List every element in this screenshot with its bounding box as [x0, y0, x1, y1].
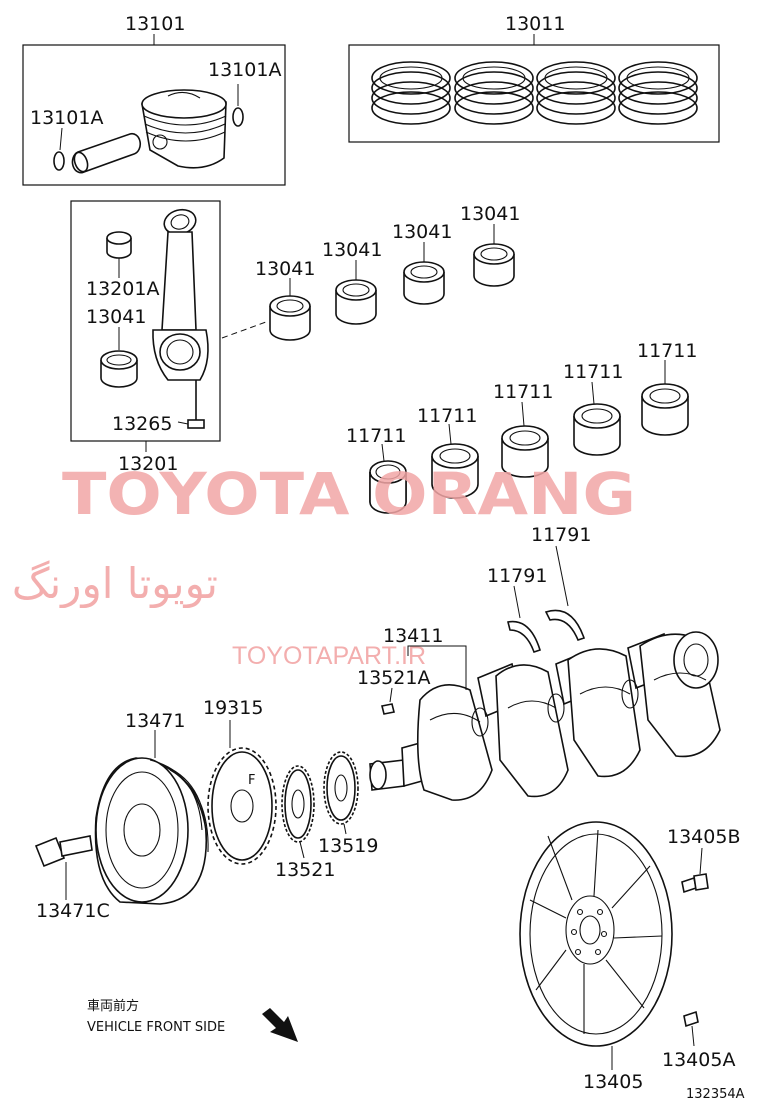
rod-bearing-left [100, 350, 138, 388]
connecting-rod [152, 208, 209, 381]
leader-13521A [389, 687, 393, 703]
label-13201A: 13201A [86, 278, 159, 300]
label-11711-5: 11711 [637, 340, 697, 362]
label-13405B: 13405B [667, 826, 740, 848]
drive-plate-pin [683, 1010, 699, 1028]
label-13101A-right: 13101A [208, 59, 281, 81]
label-11711-1: 11711 [346, 425, 406, 447]
svg-text:F: F [248, 773, 255, 788]
pulley-bolt [34, 835, 93, 868]
watermark-text-2: تویوتا اورنگ [12, 559, 218, 608]
figure-code: 132354A [686, 1087, 745, 1102]
leader-11791-1 [513, 585, 521, 619]
label-13041-1: 13041 [255, 258, 315, 280]
watermark-text-3: TOYOTAPART.IR [232, 642, 426, 670]
leader-11711-3 [521, 401, 525, 427]
direction-label-jp: 車両前方 [87, 998, 139, 1014]
label-13041-3: 13041 [392, 221, 452, 243]
label-13405: 13405 [583, 1071, 643, 1093]
label-13265: 13265 [112, 413, 172, 435]
label-11711-2: 11711 [417, 405, 477, 427]
crank-pulley [94, 757, 209, 905]
label-13471: 13471 [125, 710, 185, 732]
piston [141, 89, 227, 169]
label-13521A: 13521A [357, 667, 430, 689]
small-end-bushing [106, 231, 132, 259]
main-bearing-5 [641, 383, 689, 436]
watermark: TOYOTA ORANG تویوتا اورنگ TOYOTAPART.IR [12, 460, 636, 670]
crank-sprocket [281, 765, 315, 843]
signal-rotor: F [207, 747, 277, 865]
watermark-line-3: TOYOTAPART.IR [232, 642, 426, 670]
piston-pin [71, 132, 141, 174]
snap-ring-right [232, 107, 244, 127]
crank-key [381, 703, 395, 715]
thrust-washer-1 [507, 620, 541, 654]
crankshaft [369, 631, 721, 801]
main-bearing-3 [501, 425, 549, 478]
watermark-text-1: TOYOTA ORANG [62, 460, 636, 528]
label-13411: 13411 [383, 625, 443, 647]
label-13041-4: 13041 [460, 203, 520, 225]
label-13041-left: 13041 [86, 306, 146, 328]
label-13041-2: 13041 [322, 239, 382, 261]
watermark-line-2: تویوتا اورنگ [12, 559, 218, 608]
label-19315: 19315 [203, 697, 263, 719]
drive-plate-bolt [681, 873, 709, 894]
label-13519: 13519 [318, 835, 378, 857]
snap-ring-left [53, 151, 65, 171]
label-13011: 13011 [505, 13, 565, 35]
label-11791-2: 11791 [531, 524, 591, 546]
direction-arrow-icon [262, 1008, 298, 1042]
rod-bearing-1 [269, 295, 311, 341]
label-11711-4: 11711 [563, 361, 623, 383]
leader-13519 [343, 823, 347, 835]
main-bearing-2 [431, 443, 479, 499]
rod-bearing-4 [473, 243, 515, 287]
main-bearing-1 [369, 460, 407, 514]
leader-13405B [699, 847, 703, 875]
main-bearing-4 [573, 403, 621, 456]
label-13471C: 13471C [36, 900, 110, 922]
leader-11711-4 [591, 381, 595, 405]
label-13201: 13201 [118, 453, 178, 475]
leader-13521 [299, 841, 305, 859]
leader-13405A [691, 1025, 695, 1047]
leader-13265 [177, 421, 189, 425]
direction-label-en: VEHICLE FRONT SIDE [87, 1020, 225, 1035]
leader-11711-1 [381, 443, 385, 462]
rod-link-dashes [221, 321, 267, 339]
piston-ring-set [371, 61, 698, 125]
thrust-washer-2 [544, 609, 586, 641]
rod-bearing-3 [403, 261, 445, 305]
watermark-line-1: TOYOTA ORANG [62, 460, 636, 528]
crank-gear [323, 751, 359, 825]
leader-11711-2 [448, 423, 452, 445]
leader-11791-2 [555, 545, 569, 607]
drive-plate [519, 821, 673, 1047]
label-11791-1: 11791 [487, 565, 547, 587]
label-13521: 13521 [275, 859, 335, 881]
label-11711-3: 11711 [493, 381, 553, 403]
label-13101: 13101 [125, 13, 185, 35]
label-13101A-left: 13101A [30, 107, 103, 129]
rod-bolt [187, 380, 205, 429]
label-13405A: 13405A [662, 1049, 735, 1071]
leader-13411 [407, 645, 467, 690]
leader-13101A-left [59, 127, 63, 151]
rod-bearing-2 [335, 279, 377, 325]
